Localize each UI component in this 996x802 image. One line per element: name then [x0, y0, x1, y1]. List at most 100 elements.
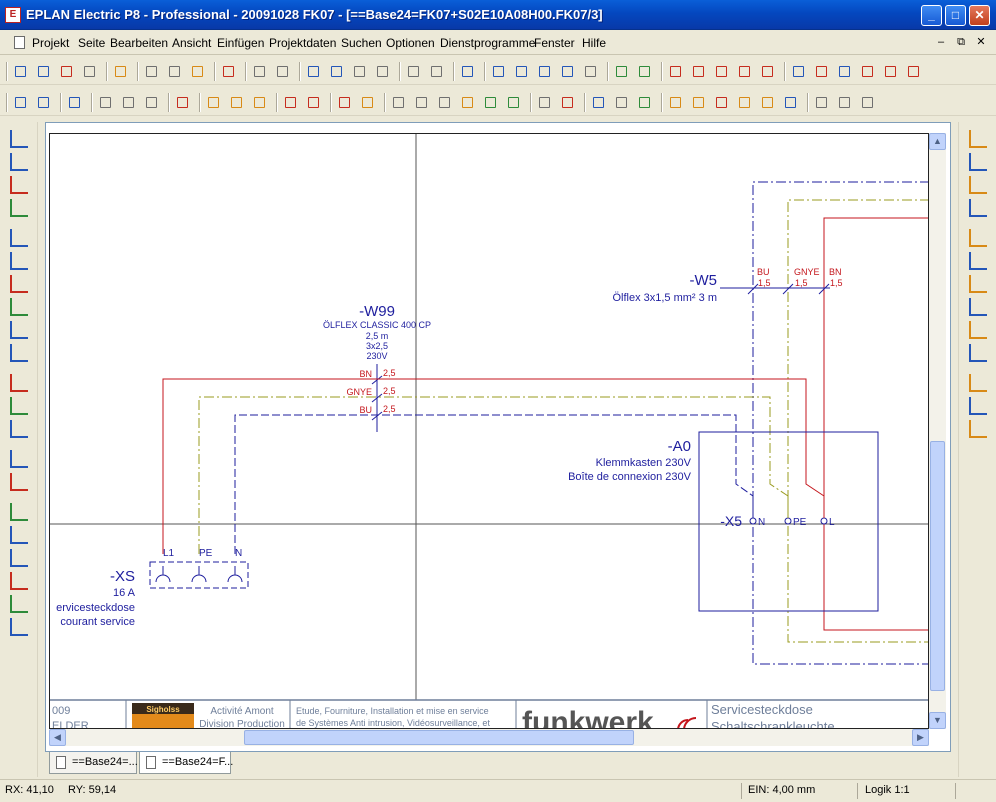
toolbar-tool-icon[interactable] [836, 63, 852, 79]
toolbar-tool-icon[interactable] [690, 94, 706, 110]
menu-dienstprogramme[interactable]: Dienstprogramme [440, 36, 536, 50]
eplan-app-icon[interactable]: E [5, 7, 21, 23]
toolbar-tool-icon[interactable] [228, 94, 244, 110]
vertical-scrollbar[interactable]: ▲ ▼ [929, 133, 946, 729]
toolbar-tool-icon[interactable] [143, 63, 159, 79]
side-tool-icon[interactable] [10, 275, 28, 293]
document-icon[interactable] [14, 36, 25, 49]
side-tool-icon[interactable] [969, 275, 987, 293]
toolbar-tool-icon[interactable] [97, 94, 113, 110]
toolbar-tool-icon[interactable] [282, 94, 298, 110]
toolbar-tool-icon[interactable] [536, 63, 552, 79]
toolbar-tool-icon[interactable] [251, 63, 267, 79]
side-tool-icon[interactable] [10, 618, 28, 636]
side-tool-icon[interactable] [10, 595, 28, 613]
toolbar-tool-icon[interactable] [143, 94, 159, 110]
toolbar-tool-icon[interactable] [836, 94, 852, 110]
toolbar-tool-icon[interactable] [482, 94, 498, 110]
side-tool-icon[interactable] [969, 374, 987, 392]
toolbar-tool-icon[interactable] [166, 63, 182, 79]
toolbar-tool-icon[interactable] [436, 94, 452, 110]
side-tool-icon[interactable] [10, 176, 28, 194]
side-tool-icon[interactable] [969, 420, 987, 438]
toolbar-tool-icon[interactable] [905, 63, 921, 79]
toolbar-tool-icon[interactable] [859, 94, 875, 110]
scroll-down-arrow[interactable]: ▼ [929, 712, 946, 729]
toolbar-tool-icon[interactable] [305, 94, 321, 110]
side-tool-icon[interactable] [969, 252, 987, 270]
toolbar-tool-icon[interactable] [81, 63, 97, 79]
side-tool-icon[interactable] [969, 397, 987, 415]
toolbar-tool-icon[interactable] [713, 63, 729, 79]
toolbar-tool-icon[interactable] [405, 63, 421, 79]
minimize-button[interactable]: _ [921, 5, 942, 26]
toolbar-tool-icon[interactable] [328, 63, 344, 79]
menu-fenster[interactable]: Fenster [534, 36, 575, 50]
toolbar-tool-icon[interactable] [667, 63, 683, 79]
side-tool-icon[interactable] [10, 526, 28, 544]
toolbar-tool-icon[interactable] [112, 63, 128, 79]
toolbar-tool-icon[interactable] [667, 94, 683, 110]
maximize-button[interactable]: □ [945, 5, 966, 26]
side-tool-icon[interactable] [969, 130, 987, 148]
toolbar-tool-icon[interactable] [274, 63, 290, 79]
side-tool-icon[interactable] [969, 153, 987, 171]
tab-document-2[interactable]: ==Base24=F... [139, 752, 233, 774]
vertical-scroll-thumb[interactable] [930, 441, 945, 691]
mdi-restore-button[interactable]: ⧉ [957, 36, 965, 48]
toolbar-tool-icon[interactable] [505, 94, 521, 110]
horizontal-scroll-thumb[interactable] [244, 730, 634, 745]
toolbar-tool-icon[interactable] [305, 63, 321, 79]
side-tool-icon[interactable] [10, 420, 28, 438]
scroll-right-arrow[interactable]: ▶ [912, 729, 929, 746]
toolbar-tool-icon[interactable] [220, 63, 236, 79]
toolbar-tool-icon[interactable] [251, 94, 267, 110]
menu-ansicht[interactable]: Ansicht [172, 36, 212, 50]
toolbar-tool-icon[interactable] [613, 63, 629, 79]
side-tool-icon[interactable] [969, 321, 987, 339]
toolbar-tool-icon[interactable] [205, 94, 221, 110]
toolbar-tool-icon[interactable] [882, 63, 898, 79]
menu-bearbeiten[interactable]: Bearbeiten [110, 36, 169, 50]
side-tool-icon[interactable] [969, 298, 987, 316]
side-tool-icon[interactable] [10, 252, 28, 270]
tab-document-1[interactable]: ==Base24=... [49, 752, 138, 774]
toolbar-tool-icon[interactable] [374, 63, 390, 79]
toolbar-tool-icon[interactable] [859, 63, 875, 79]
scroll-left-arrow[interactable]: ◀ [49, 729, 66, 746]
mdi-close-button[interactable]: ✕ [976, 36, 986, 48]
toolbar-tool-icon[interactable] [459, 63, 475, 79]
toolbar-tool-icon[interactable] [490, 63, 506, 79]
side-tool-icon[interactable] [969, 199, 987, 217]
toolbar-tool-icon[interactable] [428, 63, 444, 79]
menu-einfuegen[interactable]: Einfügen [217, 36, 265, 50]
toolbar-tool-icon[interactable] [736, 94, 752, 110]
toolbar-tool-icon[interactable] [559, 63, 575, 79]
toolbar-tool-icon[interactable] [66, 94, 82, 110]
toolbar-tool-icon[interactable] [782, 94, 798, 110]
toolbar-tool-icon[interactable] [58, 63, 74, 79]
toolbar-tool-icon[interactable] [12, 63, 28, 79]
toolbar-tool-icon[interactable] [613, 94, 629, 110]
toolbar-tool-icon[interactable] [813, 94, 829, 110]
side-tool-icon[interactable] [10, 130, 28, 148]
toolbar-tool-icon[interactable] [336, 94, 352, 110]
side-tool-icon[interactable] [10, 549, 28, 567]
side-tool-icon[interactable] [10, 298, 28, 316]
side-tool-icon[interactable] [969, 176, 987, 194]
toolbar-tool-icon[interactable] [536, 94, 552, 110]
toolbar-tool-icon[interactable] [413, 94, 429, 110]
toolbar-tool-icon[interactable] [459, 94, 475, 110]
side-tool-icon[interactable] [10, 229, 28, 247]
toolbar-tool-icon[interactable] [759, 94, 775, 110]
menu-projekt[interactable]: Projekt [32, 36, 70, 50]
menu-hilfe[interactable]: Hilfe [582, 36, 607, 50]
side-tool-icon[interactable] [10, 450, 28, 468]
toolbar-tool-icon[interactable] [359, 94, 375, 110]
scroll-up-arrow[interactable]: ▲ [929, 133, 946, 150]
side-tool-icon[interactable] [10, 572, 28, 590]
toolbar-tool-icon[interactable] [736, 63, 752, 79]
side-tool-icon[interactable] [10, 199, 28, 217]
toolbar-tool-icon[interactable] [813, 63, 829, 79]
toolbar-tool-icon[interactable] [390, 94, 406, 110]
